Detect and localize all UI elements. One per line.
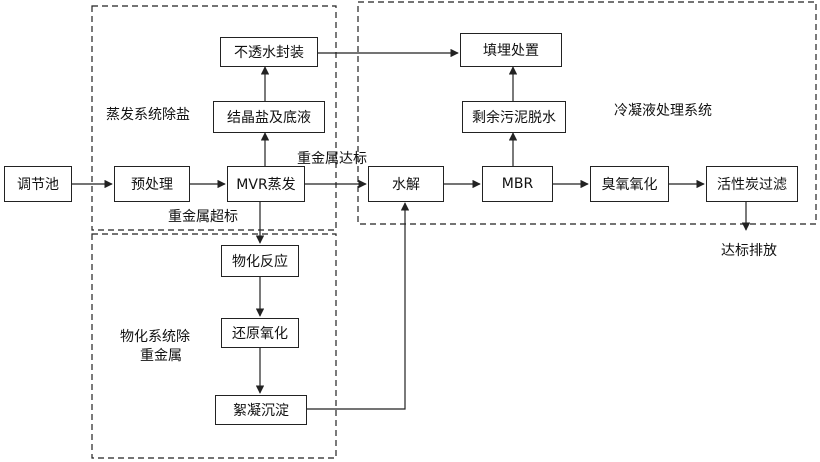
heavy-metal-ok-label: 重金属达标	[297, 151, 367, 167]
evaporation-region-label: 蒸发系统除盐	[106, 107, 190, 123]
ozone-oxidation-label: 臭氧氧化	[601, 177, 658, 193]
reduction-oxidation-label: 还原氧化	[232, 326, 288, 342]
landfill-box: 填埋处置	[460, 33, 562, 67]
impermeable-seal-box: 不透水封装	[220, 37, 318, 67]
condensate-region-label: 冷凝液处理系统	[614, 103, 712, 119]
hydrolysis-box: 水解	[368, 166, 444, 202]
hydrolysis-label: 水解	[392, 177, 420, 193]
activated-carbon-label: 活性炭过滤	[717, 177, 787, 193]
mvr-evaporation-box: MVR蒸发	[227, 166, 305, 202]
mvr-evaporation-label: MVR蒸发	[236, 177, 296, 193]
mbr-label: MBR	[501, 176, 534, 192]
landfill-label: 填埋处置	[483, 43, 539, 59]
physchem-region	[91, 233, 337, 459]
ozone-oxidation-box: 臭氧氧化	[590, 166, 669, 202]
flocculation-label: 絮凝沉淀	[233, 403, 289, 419]
physchem-reaction-box: 物化反应	[221, 245, 299, 277]
regulating-pool-label: 调节池	[17, 177, 59, 193]
crystal-salt-box: 结晶盐及底液	[213, 101, 325, 133]
physchem-reaction-label: 物化反应	[232, 254, 288, 270]
excess-sludge-label: 剩余污泥脱水	[472, 110, 556, 126]
activated-carbon-box: 活性炭过滤	[706, 166, 798, 202]
evaporation-region	[91, 5, 337, 231]
crystal-salt-label: 结晶盐及底液	[227, 110, 311, 126]
physchem-region-label-line2: 重金属	[140, 348, 182, 364]
impermeable-seal-label: 不透水封装	[234, 45, 304, 61]
reduction-oxidation-box: 还原氧化	[221, 318, 299, 348]
pretreatment-box: 预处理	[114, 166, 190, 202]
regulating-pool-box: 调节池	[4, 166, 72, 202]
pretreatment-label: 预处理	[131, 177, 173, 193]
mbr-box: MBR	[482, 166, 553, 202]
physchem-region-label-line1: 物化系统除	[120, 329, 190, 345]
discharge-label: 达标排放	[721, 243, 777, 259]
flocculation-box: 絮凝沉淀	[215, 395, 307, 425]
arrow-flocculation-to-hydrolysis	[307, 202, 410, 410]
heavy-metal-exceed-label: 重金属超标	[168, 209, 238, 225]
excess-sludge-box: 剩余污泥脱水	[462, 101, 566, 133]
